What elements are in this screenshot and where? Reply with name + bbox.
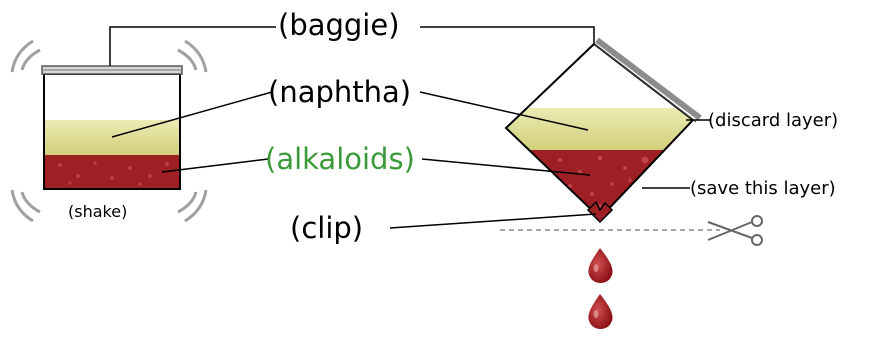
label-shake: (shake) [68,202,127,221]
left-bag-alkaloid-layer [44,155,180,189]
label-save-layer: (save this layer) [690,178,836,199]
left-bag-naphtha-layer [44,120,180,155]
scissors-icon [707,215,763,246]
right-bag [504,37,702,224]
right-bag-seal [595,37,702,121]
label-discard-layer: (discard layer) [708,110,838,131]
label-clip: (clip) [290,211,363,245]
left-bag [10,39,208,223]
clip-notch [586,200,614,224]
label-naphtha: (naphtha) [268,75,411,109]
blood-drop-icon [588,248,613,329]
shake-marks [10,39,208,223]
drop-2 [588,294,613,329]
drop-1 [588,248,613,283]
label-baggie: (baggie) [278,8,400,42]
connector-lines [109,26,710,229]
label-alkaloids: (alkaloids) [265,142,415,176]
